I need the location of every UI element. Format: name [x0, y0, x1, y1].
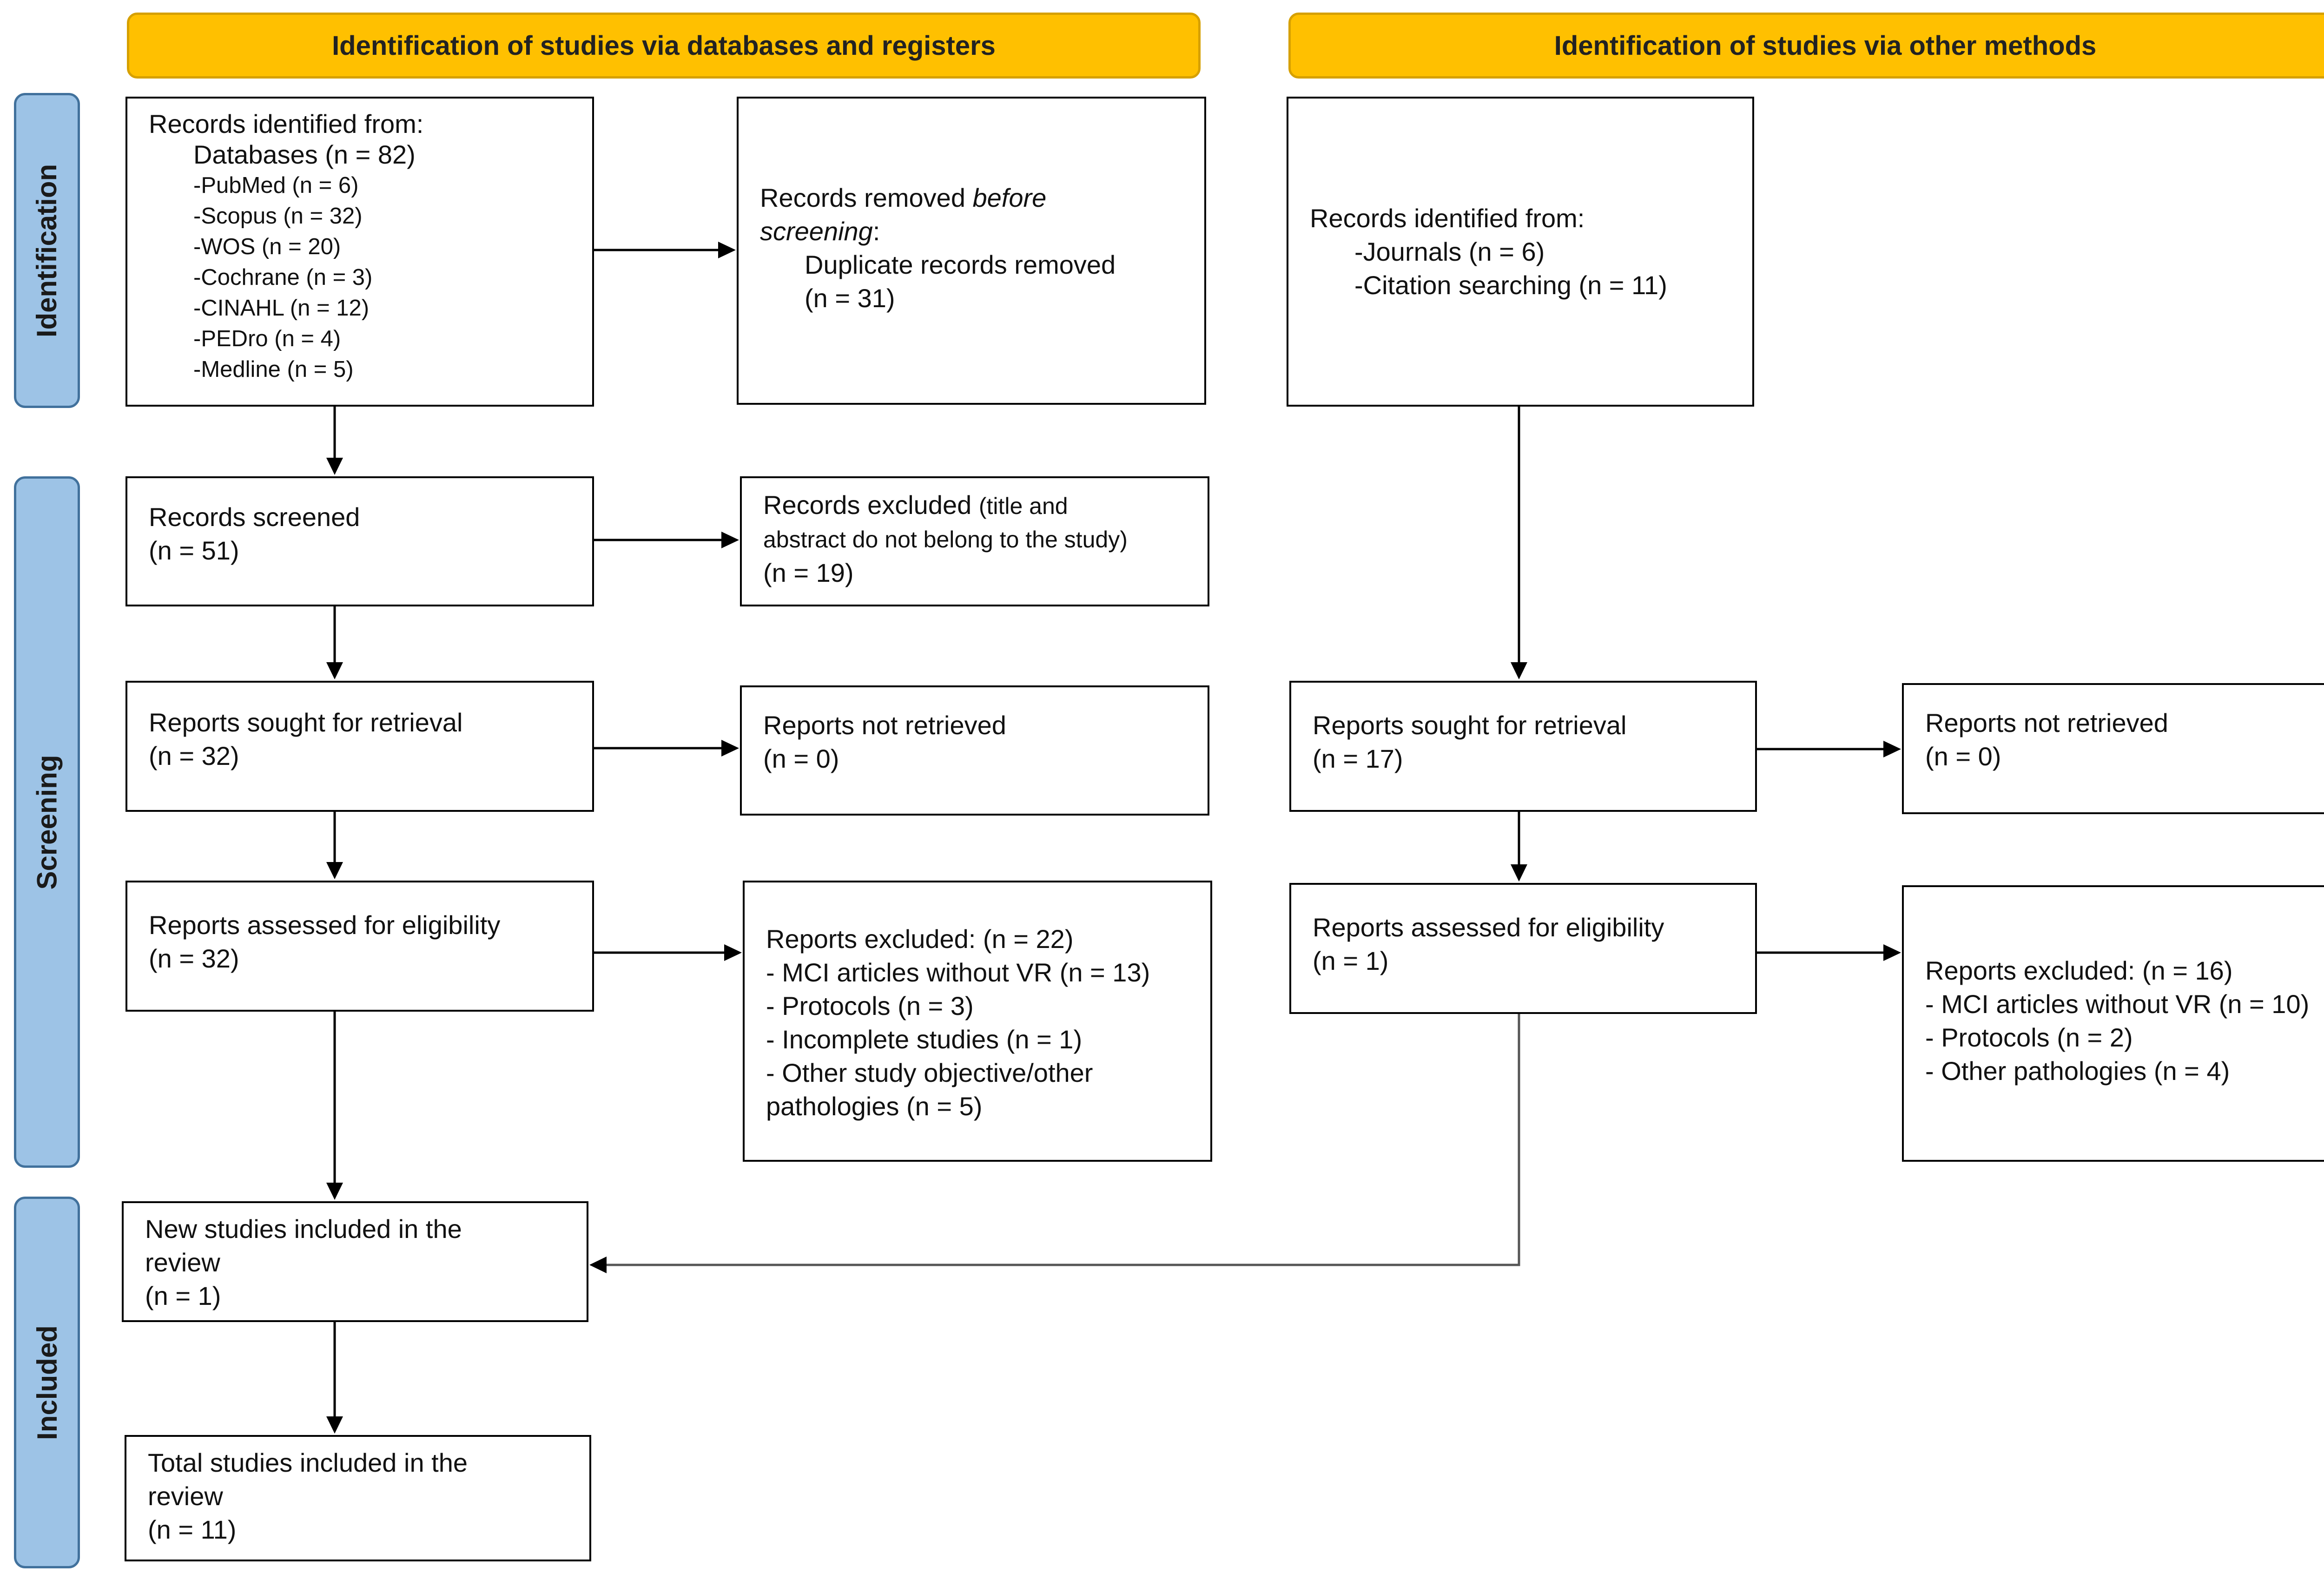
new-studies-line2: review — [145, 1248, 220, 1277]
records-excluded-box: Records excluded (title and abstract do … — [740, 476, 1209, 606]
source-cinahl: -CINAHL (n = 12) — [193, 296, 370, 321]
arrowhead-assessed-to-excluded — [724, 944, 742, 961]
other-reports-not-retrieved-box: Reports not retrieved (n = 0) — [1902, 683, 2324, 814]
records-removed-line2: screening: — [760, 215, 1183, 248]
records-identified-databases-box: Records identified from: Databases (n = … — [125, 97, 594, 407]
records-removed-label: Records removed — [760, 183, 973, 212]
reports-not-retrieved-title: Reports not retrieved — [763, 711, 1006, 740]
arrowhead-other-identified-to-sought — [1511, 662, 1527, 679]
source-pedro: -PEDro (n = 4) — [193, 326, 341, 351]
duplicate-records-removed: Duplicate records removed — [805, 250, 1116, 279]
records-screened-title: Records screened — [149, 502, 360, 532]
arrowhead-screened-to-excluded — [721, 532, 739, 548]
source-journals: -Journals (n = 6) — [1354, 237, 1545, 266]
records-screened-count: (n = 51) — [149, 536, 239, 565]
source-cochrane: -Cochrane (n = 3) — [193, 265, 373, 290]
arrowhead-other-assessed-to-excluded — [1883, 944, 1901, 961]
records-excluded-note2: abstract do not belong to the study) — [763, 527, 1128, 553]
other-reports-sought-count: (n = 17) — [1313, 744, 1403, 773]
source-scopus: -Scopus (n = 32) — [193, 204, 363, 229]
records-removed-box: Records removed before screening: Duplic… — [737, 97, 1206, 405]
arrowhead-identified-to-screened — [326, 458, 343, 475]
phase-screening: Screening — [14, 476, 80, 1168]
arrowhead-other-assessed-to-new-studies — [589, 1257, 607, 1273]
source-medline: -Medline (n = 5) — [193, 357, 354, 382]
header-databases-registers: Identification of studies via databases … — [127, 13, 1201, 79]
total-studies-line1: Total studies included in the — [148, 1448, 468, 1477]
phase-included: Included — [14, 1197, 80, 1568]
reports-excluded-title: Reports excluded: (n = 22) — [766, 924, 1074, 954]
new-studies-line1: New studies included in the — [145, 1214, 462, 1244]
records-removed-before: before — [972, 183, 1047, 212]
total-studies-count: (n = 11) — [148, 1515, 237, 1544]
other-excluded-protocols: - Protocols (n = 2) — [1925, 1023, 2133, 1052]
reports-excluded-box: Reports excluded: (n = 22) - MCI article… — [743, 881, 1212, 1162]
arrowhead-sought-to-assessed — [326, 862, 343, 879]
other-records-identified-title: Records identified from: — [1310, 204, 1585, 233]
arrowhead-other-sought-to-not-retrieved — [1883, 741, 1901, 757]
other-reports-sought-title: Reports sought for retrieval — [1313, 711, 1627, 740]
arrowhead-new-to-total — [326, 1416, 343, 1434]
new-studies-included-box: New studies included in the review (n = … — [122, 1201, 588, 1322]
records-screened-box: Records screened (n = 51) — [125, 476, 594, 606]
arrowhead-screened-to-sought — [326, 662, 343, 679]
duplicate-records-count: (n = 31) — [805, 283, 895, 313]
excluded-incomplete: - Incomplete studies (n = 1) — [766, 1025, 1083, 1054]
arrowhead-sought-to-not-retrieved — [721, 740, 739, 757]
records-removed-screening: screening — [760, 217, 873, 246]
reports-not-retrieved-count: (n = 0) — [763, 744, 839, 773]
reports-assessed-title: Reports assessed for eligibility — [149, 910, 501, 940]
source-citation-searching: -Citation searching (n = 11) — [1354, 270, 1667, 300]
arrowhead-identified-to-removed — [718, 242, 736, 258]
other-excluded-pathologies: - Other pathologies (n = 4) — [1925, 1056, 2230, 1086]
reports-sought-count: (n = 32) — [149, 741, 239, 770]
other-records-identified-box: Records identified from: -Journals (n = … — [1287, 97, 1754, 407]
excluded-other-objective: - Other study objective/other — [766, 1058, 1093, 1087]
records-identified-title: Records identified from: — [149, 109, 424, 138]
header-other-label: Identification of studies via other meth… — [1554, 30, 2097, 61]
reports-sought-box: Reports sought for retrieval (n = 32) — [125, 681, 594, 812]
total-studies-included-box: Total studies included in the review (n … — [125, 1435, 591, 1561]
other-reports-assessed-count: (n = 1) — [1313, 946, 1389, 975]
other-reports-not-retrieved-count: (n = 0) — [1925, 742, 2001, 771]
other-reports-assessed-box: Reports assessed for eligibility (n = 1) — [1289, 883, 1757, 1014]
records-removed-line1: Records removed before — [760, 181, 1183, 215]
records-excluded-title: Records excluded — [763, 490, 979, 520]
databases-count: Databases (n = 82) — [193, 140, 416, 169]
source-wos: -WOS (n = 20) — [193, 234, 341, 259]
excluded-pathologies: pathologies (n = 5) — [766, 1092, 983, 1121]
records-excluded-note1: (title and — [978, 493, 1068, 519]
arrow-other-assessed-to-new-studies — [600, 1014, 1520, 1266]
header-databases-label: Identification of studies via databases … — [332, 30, 996, 61]
excluded-protocols: - Protocols (n = 3) — [766, 991, 974, 1020]
excluded-mci: - MCI articles without VR (n = 13) — [766, 958, 1150, 987]
arrowhead-assessed-to-new — [326, 1183, 343, 1200]
other-reports-sought-box: Reports sought for retrieval (n = 17) — [1289, 681, 1757, 812]
other-reports-assessed-title: Reports assessed for eligibility — [1313, 913, 1664, 942]
arrowhead-other-sought-to-assessed — [1511, 864, 1527, 882]
source-pubmed: -PubMed (n = 6) — [193, 173, 359, 198]
reports-sought-title: Reports sought for retrieval — [149, 708, 463, 737]
other-reports-excluded-box: Reports excluded: (n = 16) - MCI article… — [1902, 885, 2324, 1162]
other-reports-excluded-title: Reports excluded: (n = 16) — [1925, 956, 2233, 985]
phase-identification: Identification — [14, 93, 80, 408]
reports-assessed-box: Reports assessed for eligibility (n = 32… — [125, 881, 594, 1012]
total-studies-line2: review — [148, 1481, 223, 1511]
reports-not-retrieved-box: Reports not retrieved (n = 0) — [740, 685, 1209, 816]
other-excluded-mci: - MCI articles without VR (n = 10) — [1925, 989, 2310, 1019]
records-excluded-count: (n = 19) — [763, 558, 854, 587]
header-other-methods: Identification of studies via other meth… — [1288, 13, 2324, 79]
reports-assessed-count: (n = 32) — [149, 944, 239, 973]
records-removed-colon: : — [872, 217, 880, 246]
other-reports-not-retrieved-title: Reports not retrieved — [1925, 708, 2168, 737]
new-studies-count: (n = 1) — [145, 1281, 221, 1310]
